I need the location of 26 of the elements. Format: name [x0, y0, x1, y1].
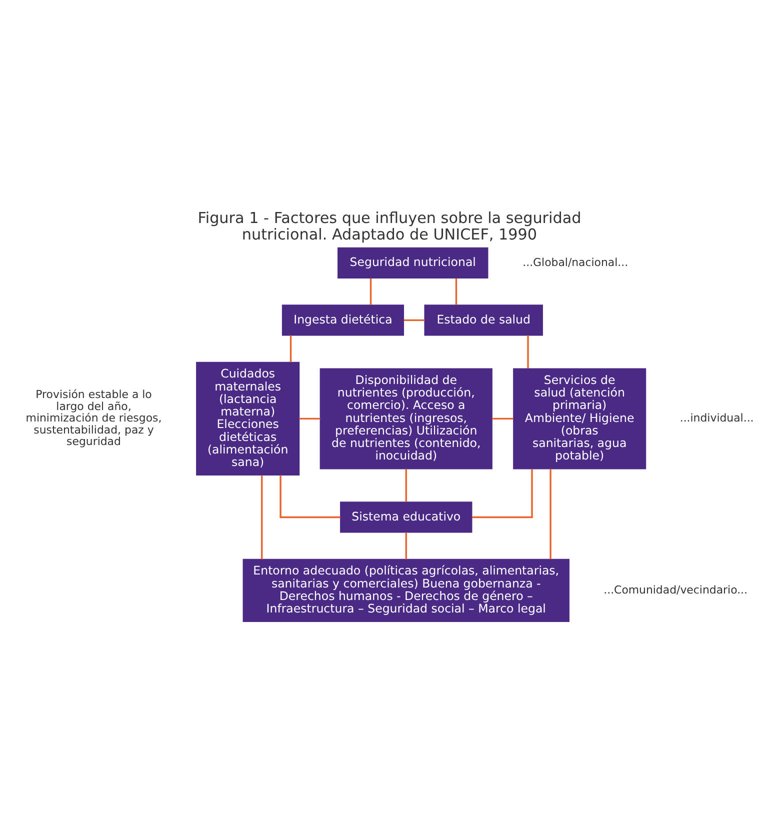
connector	[550, 468, 552, 560]
connector	[455, 278, 458, 305]
label: ...individual...	[680, 412, 754, 425]
connector	[370, 278, 372, 305]
connector	[527, 335, 529, 368]
node-box: Disponibilidad de nutrientes (producción, comercio). Acceso a nutrientes (ingresos, preferencias) Utilización de nutrientes (contenido, inocuidad)	[320, 368, 492, 470]
connector	[290, 335, 292, 362]
node-box: Entorno adecuado (políticas agrícolas, alimentarias, sanitarias y comerciales) Buena gobernanza - Derechos humanos - Derechos de género – Infraestructura – Seguridad social – Marco legal	[242, 558, 570, 622]
node-box: Sistema educativo	[340, 502, 472, 533]
connector	[472, 468, 533, 518]
label: Provisión estable a lo largo del año, minimización de riesgos, sustentabilidad, paz y seguridad	[26, 388, 162, 448]
label: ...Comunidad/vecindario...	[604, 583, 748, 596]
connector	[280, 475, 340, 518]
node-box: Servicios de salud (atención primaria) Ambiente/ Higiene (obras sanitarias, agua potable)	[513, 368, 646, 470]
node-box: Estado de salud	[424, 304, 543, 336]
label: ...Global/nacional...	[522, 256, 628, 269]
connector	[492, 418, 514, 420]
connector	[299, 418, 320, 420]
connector	[261, 475, 263, 560]
connector	[405, 532, 407, 560]
node-box: Seguridad nutricional	[338, 247, 488, 279]
node-box: Cuidados maternales (lactancia materna) Elecciones dietéticas (alimentación sana)	[196, 362, 300, 476]
connector	[405, 468, 407, 502]
connector	[404, 319, 425, 322]
diagram-title: Figura 1 - Factores que influyen sobre la seguridad nutricional. Adaptado de UNICEF, 1990	[198, 208, 582, 244]
node-box: Ingesta dietética	[282, 304, 404, 336]
